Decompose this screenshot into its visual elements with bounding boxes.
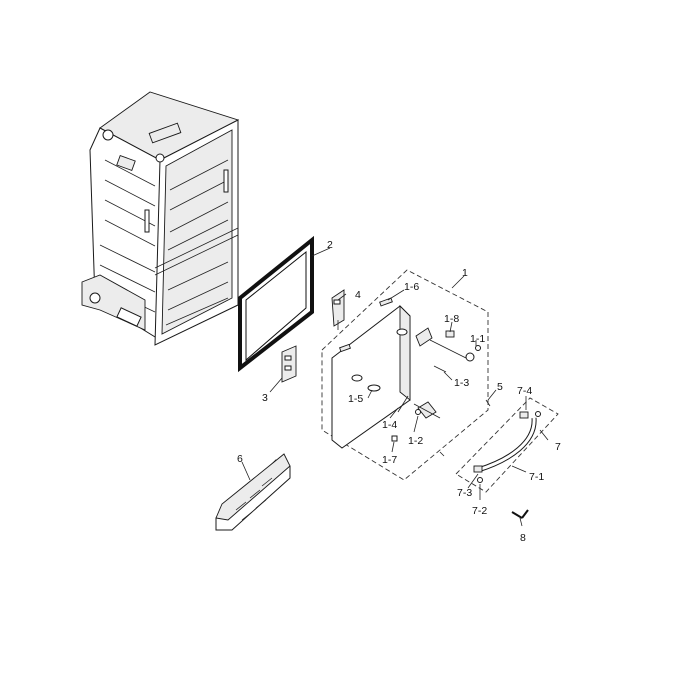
callout-4: 4 bbox=[355, 289, 361, 301]
callout-7-2: 7-2 bbox=[472, 505, 487, 517]
drawer-assembly-outline bbox=[321, 269, 489, 481]
callout-1: 1 bbox=[462, 267, 468, 279]
callout-1-7: 1-7 bbox=[382, 454, 397, 466]
callout-7: 7 bbox=[555, 441, 561, 453]
callout-2: 2 bbox=[327, 239, 333, 251]
callout-6: 6 bbox=[237, 453, 243, 465]
callout-5: 5 bbox=[497, 381, 503, 393]
callout-7-3: 7-3 bbox=[457, 487, 472, 499]
door-bin bbox=[215, 453, 291, 531]
callout-1-8: 1-8 bbox=[444, 313, 459, 325]
callout-1-2: 1-2 bbox=[408, 435, 423, 447]
callout-8: 8 bbox=[520, 532, 526, 544]
drawer-handle bbox=[473, 411, 541, 483]
callout-labels: 1 2 3 4 5 6 7 8 1-1 1-2 1-3 1-4 1-5 1-6 … bbox=[237, 239, 561, 544]
callout-1-5: 1-5 bbox=[348, 393, 363, 405]
drawer-front-panel bbox=[331, 304, 411, 449]
callout-7-1: 7-1 bbox=[529, 471, 544, 483]
refrigerator-cabinet bbox=[81, 91, 240, 346]
leader-lines bbox=[241, 247, 549, 527]
door-gasket bbox=[238, 235, 314, 373]
callout-3: 3 bbox=[262, 392, 268, 404]
handle-assembly-outline bbox=[455, 397, 559, 493]
callout-7-4: 7-4 bbox=[517, 385, 532, 397]
callout-1-4: 1-4 bbox=[382, 419, 397, 431]
callout-1-6: 1-6 bbox=[404, 281, 419, 293]
hinge-bracket-4 bbox=[331, 289, 345, 330]
callout-1-1: 1-1 bbox=[470, 333, 485, 345]
hinge-bracket-3 bbox=[281, 345, 297, 383]
callout-1-3: 1-3 bbox=[454, 377, 469, 389]
drawer-hardware bbox=[339, 297, 491, 457]
pin-part bbox=[511, 509, 529, 519]
